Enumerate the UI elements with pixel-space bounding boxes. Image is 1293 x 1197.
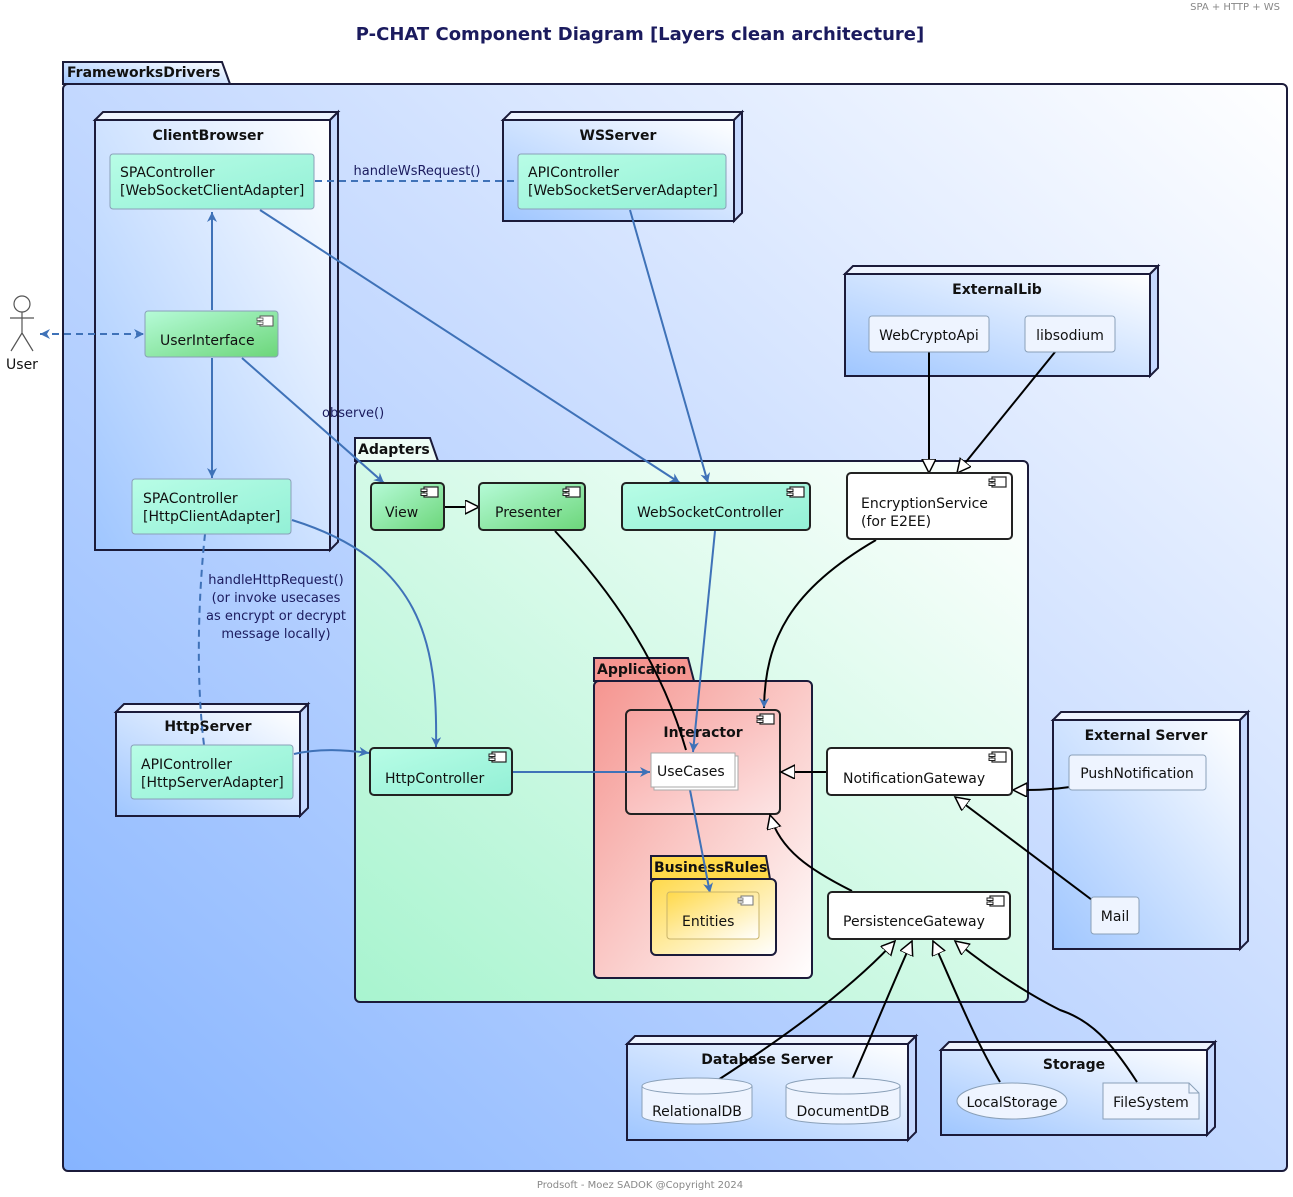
edge-handle-http <box>197 533 206 746</box>
push-notification-label: PushNotification <box>1080 766 1194 782</box>
label-observe: observe() <box>322 406 384 421</box>
edge-libsodium-encryption <box>957 351 1056 473</box>
interactor-label: Interactor <box>663 725 742 741</box>
label-handle-http-1: handleHttpRequest() <box>208 573 343 588</box>
edge-document-persistence <box>851 941 912 1081</box>
label-handle-http: handleHttpRequest() (or invoke usecases … <box>206 573 346 642</box>
api-http-line2: [HttpServerAdapter] <box>141 775 284 791</box>
file-system-label: FileSystem <box>1113 1095 1189 1111</box>
component-notification-gateway[interactable]: NotificationGateway <box>826 747 1013 796</box>
component-mail[interactable]: Mail <box>1090 896 1140 935</box>
edge-usecases-entities <box>689 789 714 894</box>
component-user-interface[interactable]: UserInterface <box>144 310 279 358</box>
storage-label: Storage <box>1043 1057 1105 1073</box>
component-persistence-gateway[interactable]: PersistenceGateway <box>827 891 1011 940</box>
component-relational-db[interactable]: RelationalDB <box>641 1077 753 1125</box>
label-handle-http-4: message locally) <box>221 627 330 642</box>
edge-relational-persistence <box>717 941 895 1081</box>
persistence-gateway-label: PersistenceGateway <box>843 914 985 930</box>
client-browser-label: ClientBrowser <box>153 128 264 144</box>
edge-mail-notification <box>955 797 1093 901</box>
actor-user[interactable]: User <box>6 295 38 373</box>
component-spa-http-controller[interactable]: SPAController [HttpClientAdapter] <box>131 478 292 535</box>
edge-spa-ws-wscontroller <box>259 209 681 484</box>
component-api-ws-controller[interactable]: APIController [WebSocketServerAdapter] <box>517 153 727 210</box>
spa-http-line1: SPAController <box>143 491 238 507</box>
package-adapters-label: Adapters <box>358 442 430 458</box>
presenter-label: Presenter <box>495 505 562 521</box>
actor-label: User <box>6 357 38 373</box>
ws-controller-label: WebSocketController <box>637 505 783 521</box>
usecases-label: UseCases <box>657 764 725 780</box>
edge-localstorage-persistence <box>933 941 1001 1083</box>
edge-wscontroller-usecases <box>689 530 716 753</box>
http-server-label: HttpServer <box>164 719 251 735</box>
edge-api-ws-wscontroller <box>629 209 711 484</box>
api-http-line1: APIController <box>141 757 232 773</box>
spa-ws-line2: [WebSocketClientAdapter] <box>120 183 304 199</box>
package-business-rules-label: BusinessRules <box>654 860 767 876</box>
node-external-server: External Server <box>1050 709 1251 952</box>
edge-ui-view-observe <box>241 357 385 484</box>
local-storage-label: LocalStorage <box>966 1095 1057 1111</box>
mail-label: Mail <box>1101 909 1129 925</box>
edge-persistence-interactor <box>770 815 853 892</box>
package-application-label: Application <box>597 662 686 678</box>
component-view[interactable]: View <box>370 482 445 531</box>
footer-copyright: Prodsoft - Moez SADOK @Copyright 2024 <box>537 1180 743 1191</box>
component-websocket-controller[interactable]: WebSocketController <box>621 482 811 531</box>
libsodium-label: libsodium <box>1036 328 1104 344</box>
notification-gateway-label: NotificationGateway <box>843 771 985 787</box>
component-file-system[interactable]: FileSystem <box>1102 1082 1200 1120</box>
database-server-label: Database Server <box>701 1052 832 1068</box>
component-api-http-controller[interactable]: APIController [HttpServerAdapter] <box>130 744 294 800</box>
edge-filesystem-persistence <box>955 941 1138 1083</box>
package-frameworks-label: FrameworksDrivers <box>67 65 220 81</box>
component-libsodium[interactable]: libsodium <box>1024 315 1116 353</box>
label-handle-ws: handleWsRequest() <box>354 164 481 179</box>
edge-api-http-httpcontroller <box>293 746 370 757</box>
diagram-title: P-CHAT Component Diagram [Layers clean a… <box>356 24 924 45</box>
spa-ws-line1: SPAController <box>120 165 215 181</box>
component-push-notification[interactable]: PushNotification <box>1068 754 1207 791</box>
api-ws-line2: [WebSocketServerAdapter] <box>528 183 718 199</box>
component-encryption-service[interactable]: EncryptionService (for E2EE) <box>846 472 1013 540</box>
webcrypto-label: WebCryptoApi <box>879 328 979 344</box>
view-label: View <box>385 505 418 521</box>
encryption-line1: EncryptionService <box>861 496 988 512</box>
component-http-controller[interactable]: HttpController <box>369 747 513 796</box>
api-ws-line1: APIController <box>528 165 619 181</box>
actor-head-icon <box>13 295 31 313</box>
component-spa-ws-controller[interactable]: SPAController [WebSocketClientAdapter] <box>109 153 315 210</box>
component-presenter[interactable]: Presenter <box>478 482 586 531</box>
component-usecases[interactable]: UseCases <box>650 752 739 791</box>
relational-db-label: RelationalDB <box>652 1104 742 1120</box>
spa-http-line2: [HttpClientAdapter] <box>143 509 280 525</box>
document-db-label: DocumentDB <box>797 1104 890 1120</box>
label-handle-http-3: as encrypt or decrypt <box>206 609 346 624</box>
external-server-label: External Server <box>1085 728 1208 744</box>
component-webcrypto-api[interactable]: WebCryptoApi <box>868 315 990 353</box>
header-note: SPA + HTTP + WS <box>1190 2 1280 13</box>
label-handle-http-2: (or invoke usecases <box>212 591 341 606</box>
edge-encryption-interactor <box>759 539 877 709</box>
ws-server-label: WSServer <box>580 128 657 144</box>
edge-presenter-interactor <box>554 530 687 751</box>
user-interface-label: UserInterface <box>160 333 255 349</box>
component-local-storage[interactable]: LocalStorage <box>956 1082 1068 1120</box>
component-entities[interactable]: Entities <box>666 891 760 940</box>
http-controller-label: HttpController <box>385 771 485 787</box>
encryption-line2: (for E2EE) <box>861 514 931 530</box>
component-document-db[interactable]: DocumentDB <box>785 1077 901 1125</box>
edge-spa-http-httpcontroller <box>291 519 442 748</box>
actor-body-icon <box>10 312 34 352</box>
external-lib-label: ExternalLib <box>952 282 1042 298</box>
edge-push-notification <box>1013 787 1071 790</box>
entities-label: Entities <box>682 914 734 930</box>
